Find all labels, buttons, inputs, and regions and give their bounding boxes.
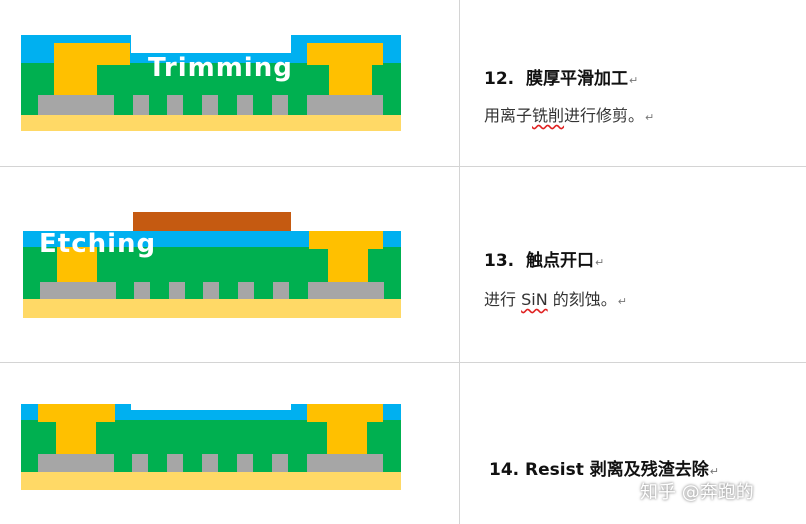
- desc-text: 的刻蚀。: [547, 290, 617, 309]
- etching-diagram: Etching: [23, 212, 401, 318]
- step-title-text: 膜厚平滑加工: [525, 69, 628, 89]
- table-row-divider: [0, 166, 806, 167]
- step-number: 14.: [489, 460, 520, 480]
- desc-text: 进行修剪。: [564, 106, 645, 125]
- paragraph-mark: ↵: [617, 295, 627, 308]
- step-title-text: Resist 剥离及残渣去除: [525, 460, 709, 480]
- desc-text: 用离子: [484, 106, 533, 125]
- paragraph-mark: ↵: [709, 465, 719, 478]
- step-number: 12.: [484, 69, 515, 89]
- step-number: 13.: [484, 251, 515, 271]
- paragraph-mark: ↵: [645, 111, 655, 124]
- resist-removal-diagram: [21, 404, 401, 490]
- step-title: 14. Resist 剥离及残渣去除↵: [489, 455, 719, 480]
- desc-text-spellcheck: 铣削: [532, 106, 565, 125]
- desc-text: 进行: [484, 290, 522, 309]
- step-title: 12. 膜厚平滑加工↵: [484, 64, 638, 89]
- step-description: 用离子铣削进行修剪。↵: [484, 102, 654, 126]
- watermark: 知乎 @奔跑的: [640, 482, 754, 503]
- step-title-text: 触点开口: [525, 251, 594, 271]
- step-description: 进行 SiN 的刻蚀。↵: [484, 286, 627, 310]
- diagram-label: Trimming: [148, 53, 293, 83]
- table-column-divider: [459, 0, 460, 524]
- trimming-diagram: Trimming: [21, 35, 401, 131]
- desc-text-spellcheck: SiN: [521, 290, 548, 309]
- paragraph-mark: ↵: [628, 74, 639, 87]
- diagram-label: Etching: [39, 229, 157, 259]
- table-row-divider: [0, 362, 806, 363]
- step-title: 13. 触点开口↵: [484, 246, 604, 271]
- paragraph-mark: ↵: [594, 256, 605, 269]
